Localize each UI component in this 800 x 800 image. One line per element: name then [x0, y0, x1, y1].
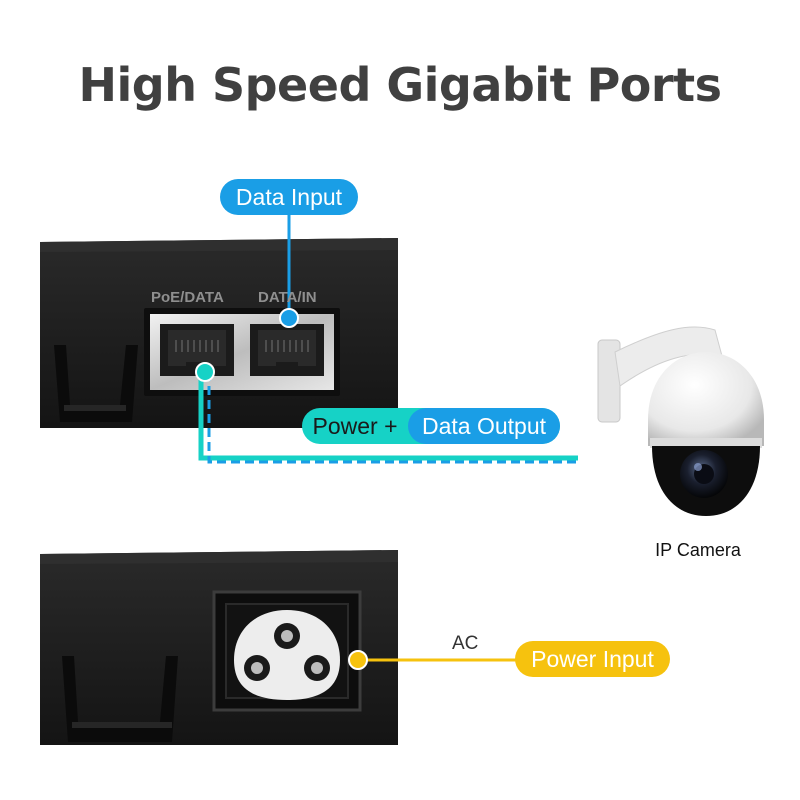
- page-title: High Speed Gigabit Ports: [78, 58, 722, 112]
- data-in-port-label: DATA/IN: [258, 289, 317, 306]
- ip-camera: [597, 326, 764, 516]
- data-in-port[interactable]: [250, 324, 324, 376]
- data-input-label: Data Input: [220, 179, 358, 215]
- data-output-label: Data Output: [408, 408, 560, 444]
- power-data-output-label: Power + Data Output: [302, 408, 560, 444]
- data-input-connector: [279, 214, 299, 328]
- ip-camera-label: IP Camera: [655, 540, 741, 560]
- power-input-label: Power Input: [515, 641, 670, 677]
- ac-power-socket[interactable]: [212, 590, 362, 712]
- ac-label: AC: [452, 633, 479, 654]
- power-plus-label: Power +: [312, 413, 398, 439]
- power-input-connector: [348, 650, 520, 670]
- poe-data-port-label: PoE/DATA: [151, 289, 224, 306]
- power-data-output-connector: [195, 362, 578, 464]
